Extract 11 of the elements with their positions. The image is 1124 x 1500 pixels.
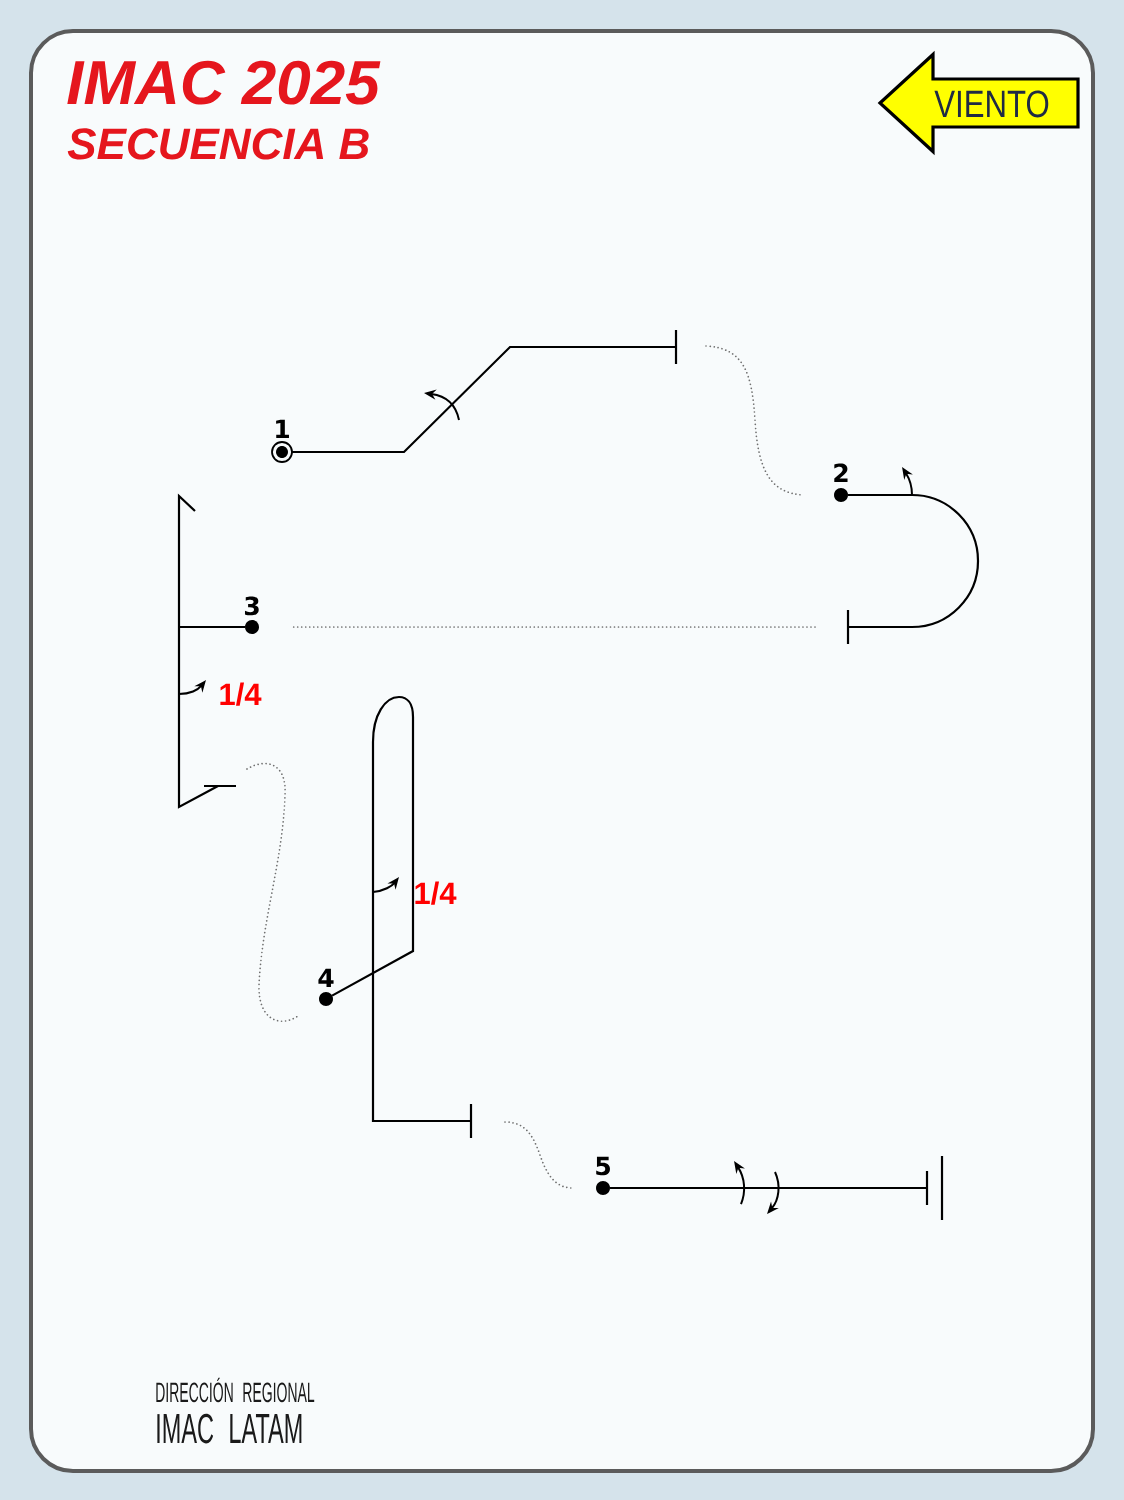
figure-number: 1: [276, 419, 289, 438]
roll-fraction: 1/4: [415, 881, 457, 905]
roll-fraction: 1/4: [220, 682, 262, 706]
figure-number: 2: [834, 463, 848, 482]
figure-number: 5: [596, 1156, 610, 1176]
footer-text: DIRECCIÓN REGIONAL: [156, 1377, 315, 1403]
footer-text: IMAC LATAM: [157, 1413, 302, 1444]
title: IMAC 2025: [67, 60, 381, 105]
figure-number: 3: [245, 596, 259, 616]
figure-number: 4: [318, 968, 334, 987]
subtitle: SECUENCIA B: [67, 128, 369, 160]
